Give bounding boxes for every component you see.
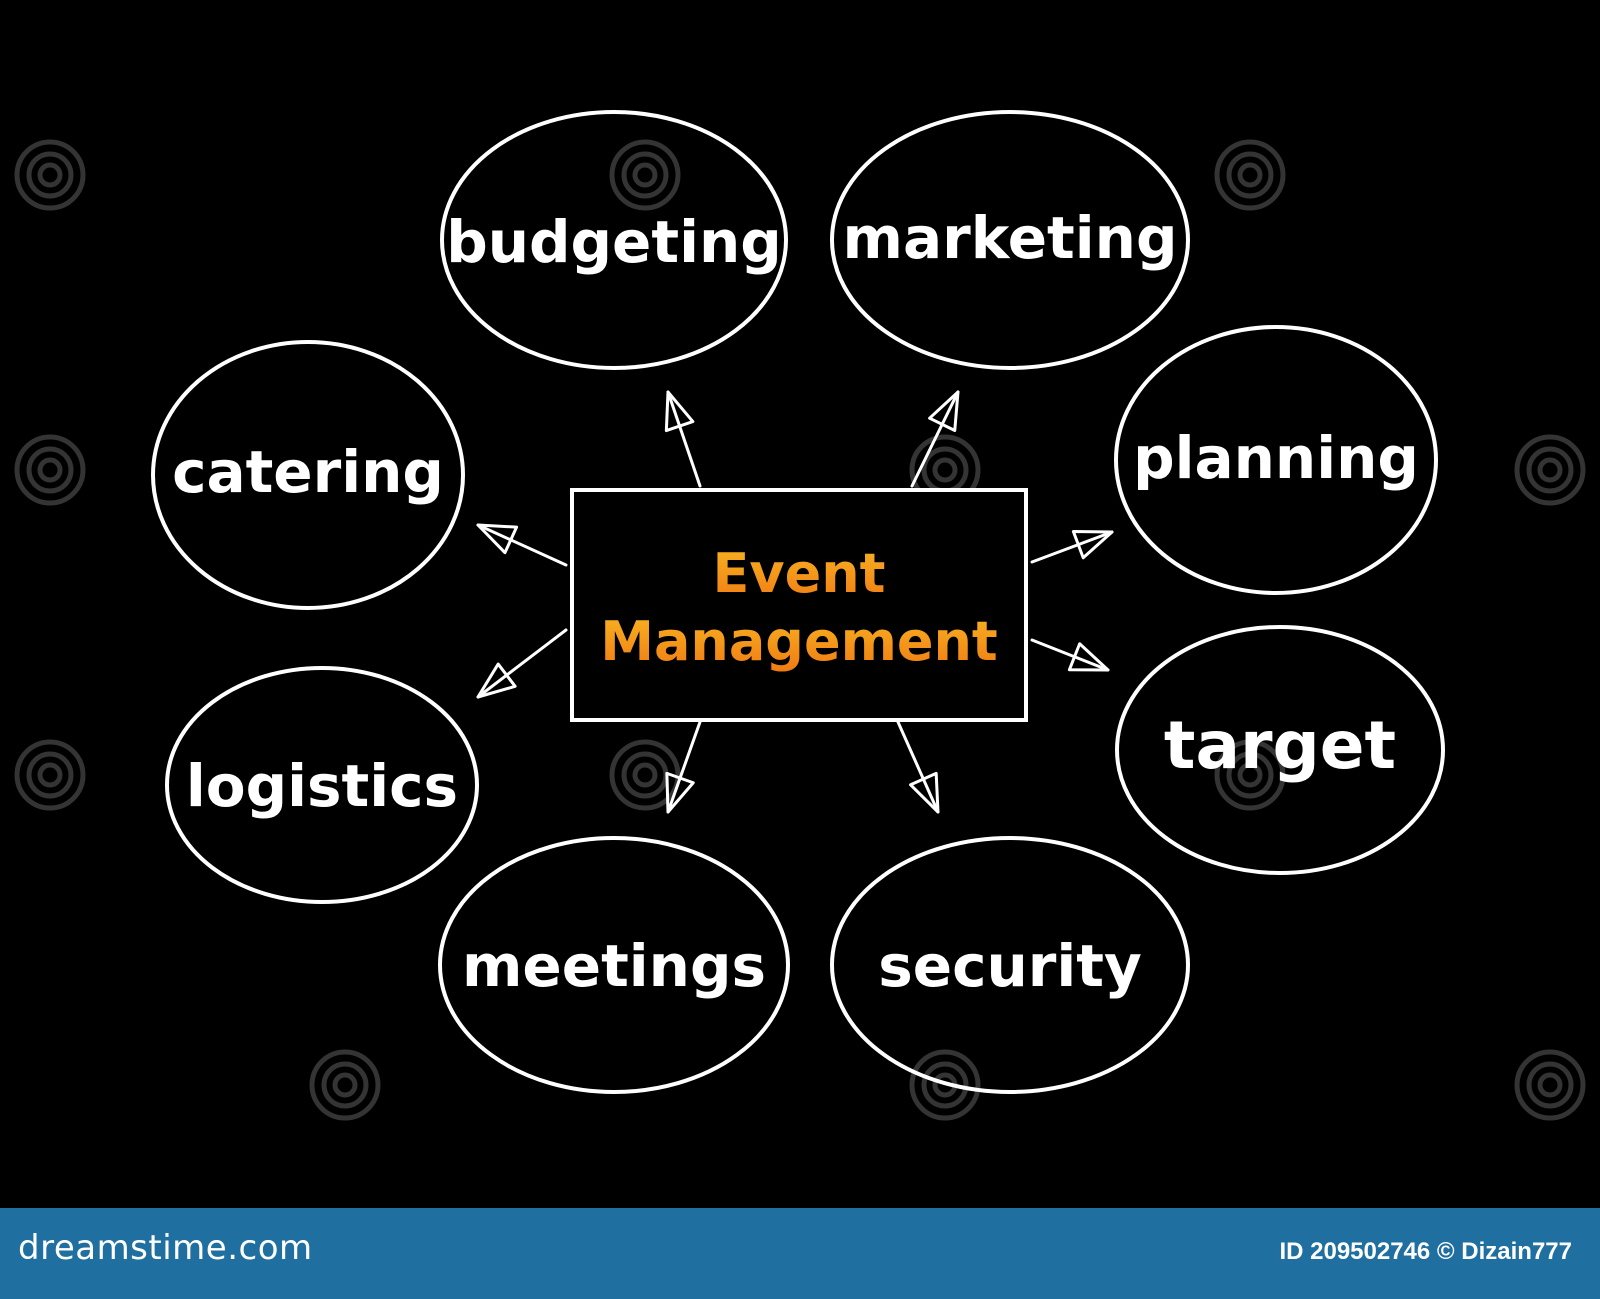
arrow-head — [1067, 642, 1110, 672]
node-label-target: target — [1164, 707, 1396, 784]
node-outline — [1115, 625, 1445, 875]
node-security: security — [830, 836, 1190, 1094]
watermark-spiral-icon — [1214, 139, 1286, 211]
node-logistics: logistics — [165, 666, 479, 904]
connector-line — [910, 390, 960, 488]
arrow-head — [665, 771, 695, 814]
node-label-meetings: meetings — [462, 932, 766, 1000]
watermark-spiral-icon — [14, 434, 86, 506]
node-target: target — [1115, 625, 1445, 875]
center-node: Event Management — [570, 488, 1028, 722]
mind-map-canvas: Event Management budgeting marketing cat… — [14, 110, 1586, 1121]
footer-bar: dreamstime.com ID 209502746 © Dizain777 — [0, 1208, 1600, 1299]
node-outline — [438, 836, 790, 1094]
connector-arrows — [476, 390, 1114, 814]
node-planning: planning — [1114, 325, 1438, 595]
watermark-layer — [14, 139, 1586, 1121]
node-outline — [1114, 325, 1438, 595]
node-outline — [830, 110, 1190, 370]
watermark-spiral-icon — [1514, 1049, 1586, 1121]
node-label-security: security — [878, 932, 1142, 1000]
connector-line — [666, 390, 702, 488]
footer-logo: dreamstime.com — [18, 1228, 313, 1268]
node-outline — [440, 110, 788, 370]
watermark-spiral-icon — [14, 739, 86, 811]
connector-line — [1030, 530, 1114, 564]
node-label-budgeting: budgeting — [446, 208, 782, 276]
watermark-spiral-icon — [14, 139, 86, 211]
node-label-marketing: marketing — [843, 204, 1178, 272]
node-budgeting: budgeting — [440, 110, 788, 370]
watermark-spiral-icon — [1514, 434, 1586, 506]
node-outline — [165, 666, 479, 904]
node-catering: catering — [151, 340, 465, 610]
arrow-head — [928, 390, 960, 432]
arrow-head — [476, 662, 517, 699]
watermark-spiral-icon — [309, 1049, 381, 1121]
connector-line — [476, 628, 568, 699]
node-outline — [151, 340, 465, 610]
connector-line — [476, 523, 568, 567]
watermark-spiral-icon — [609, 139, 681, 211]
connector-line — [1030, 638, 1110, 672]
watermark-spiral-icon — [1214, 739, 1286, 811]
arrow-head — [1071, 530, 1114, 560]
node-meetings: meetings — [438, 836, 790, 1094]
node-outline — [830, 836, 1190, 1094]
center-title-line1: Event — [713, 542, 886, 605]
arrow-head — [909, 771, 940, 814]
connector-line — [666, 720, 702, 814]
arrow-head — [664, 390, 695, 433]
node-label-logistics: logistics — [186, 752, 458, 820]
connector-line — [896, 720, 940, 814]
center-box — [570, 488, 1028, 722]
footer-credit: ID 209502746 © Dizain777 — [1279, 1238, 1572, 1265]
node-label-catering: catering — [172, 438, 444, 506]
node-label-planning: planning — [1133, 424, 1419, 492]
arrow-head — [476, 523, 519, 555]
node-marketing: marketing — [830, 110, 1190, 370]
center-title-line2: Management — [600, 610, 998, 673]
